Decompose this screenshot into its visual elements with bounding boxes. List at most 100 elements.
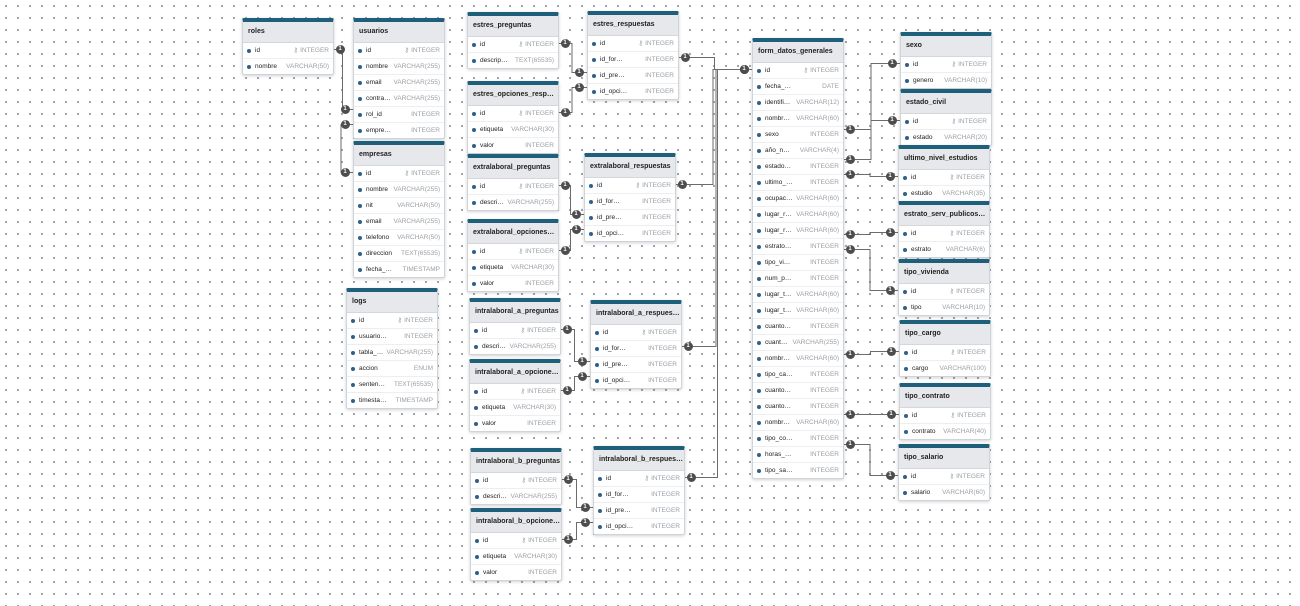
column-row[interactable]: descripcionTEXT(65535) [468,53,558,68]
table-title[interactable]: estado_civil [901,93,991,114]
table-title[interactable]: intralaboral_a_preguntas [470,302,560,323]
column-row[interactable]: id⚷INTEGER [585,178,675,194]
table-title[interactable]: extralaboral_preguntas [468,158,558,179]
table-title[interactable]: logs [347,292,437,313]
column-row[interactable]: id_preguntaINTEGER [591,357,681,373]
table-title[interactable]: sexo [901,36,991,57]
column-row[interactable]: id⚷INTEGER [354,166,444,182]
column-row[interactable]: cuantos_ani…INTEGER [753,383,843,399]
column-row[interactable]: id⚷INTEGER [243,43,333,59]
column-row[interactable]: id⚷INTEGER [900,345,990,361]
column-row[interactable]: id⚷INTEGER [468,244,558,260]
table-title[interactable]: tipo_salario [899,448,989,469]
column-row[interactable]: num_person…INTEGER [753,271,843,287]
table-estres-preguntas[interactable]: estres_preguntasid⚷INTEGERdescripcionTEX… [467,12,559,69]
table-title[interactable]: extralaboral_opciones… [468,223,558,244]
column-row[interactable]: id_formularioINTEGER [588,52,678,68]
table-title[interactable]: form_datos_generales [753,42,843,63]
column-row[interactable]: id⚷INTEGER [899,469,989,485]
column-row[interactable]: id⚷INTEGER [470,323,560,339]
table-form-datos-generales[interactable]: form_datos_generalesid⚷INTEGERfecha_apli… [752,38,844,479]
column-row[interactable]: id⚷INTEGER [591,325,681,341]
column-row[interactable]: lugar_tr…VARCHAR(60) [753,287,843,303]
column-row[interactable]: id⚷INTEGER [468,106,558,122]
table-title[interactable]: tipo_cargo [900,324,990,345]
column-row[interactable]: id_opcion_r…INTEGER [594,519,684,534]
column-row[interactable]: tabla_…VARCHAR(255) [347,345,437,361]
table-estres-respuestas[interactable]: estres_respuestasid⚷INTEGERid_formulario… [587,11,679,100]
column-row[interactable]: cuantos_ani…INTEGER [753,319,843,335]
column-row[interactable]: estrato_serv…INTEGER [753,239,843,255]
column-row[interactable]: id⚷INTEGER [899,170,989,186]
table-title[interactable]: intralaboral_a_respues… [591,304,681,325]
column-row[interactable]: ultimo_nivel…INTEGER [753,175,843,191]
column-row[interactable]: id⚷INTEGER [901,57,991,73]
column-row[interactable]: nombre…VARCHAR(60) [753,415,843,431]
column-row[interactable]: tipo_contratoINTEGER [753,431,843,447]
table-title[interactable]: tipo_contrato [900,387,990,408]
column-row[interactable]: id⚷INTEGER [471,473,561,489]
column-row[interactable]: tipo_viviendaINTEGER [753,255,843,271]
table-title[interactable]: intralaboral_b_respues… [594,450,684,471]
table-title[interactable]: tipo_vivienda [899,263,989,284]
column-row[interactable]: id⚷INTEGER [468,179,558,195]
column-row[interactable]: id_opcion_r…INTEGER [591,373,681,388]
column-row[interactable]: estado_civilINTEGER [753,159,843,175]
column-row[interactable]: descri…VARCHAR(255) [471,489,561,504]
column-row[interactable]: id_preguntaINTEGER [585,210,675,226]
column-row[interactable]: id⚷INTEGER [899,284,989,300]
table-title[interactable]: intralaboral_a_opcione… [470,363,560,384]
column-row[interactable]: id_opcion_r…INTEGER [588,84,678,99]
column-row[interactable]: lugar_tr…VARCHAR(60) [753,303,843,319]
column-row[interactable]: tipo_salarioINTEGER [753,463,843,478]
column-row[interactable]: nombre…VARCHAR(60) [753,111,843,127]
table-title[interactable]: usuarios [354,22,444,43]
column-row[interactable]: id_formularioINTEGER [591,341,681,357]
column-row[interactable]: id⚷INTEGER [471,533,561,549]
column-row[interactable]: id_preguntaINTEGER [588,68,678,84]
table-title[interactable]: empresas [354,145,444,166]
table-title[interactable]: extralaboral_respuestas [585,157,675,178]
column-row[interactable]: id⚷INTEGER [901,114,991,130]
column-row[interactable]: descri…VARCHAR(255) [470,339,560,354]
column-row[interactable]: id⚷INTEGER [900,408,990,424]
column-row[interactable]: id⚷INTEGER [470,384,560,400]
table-title[interactable]: intralaboral_b_preguntas [471,452,561,473]
